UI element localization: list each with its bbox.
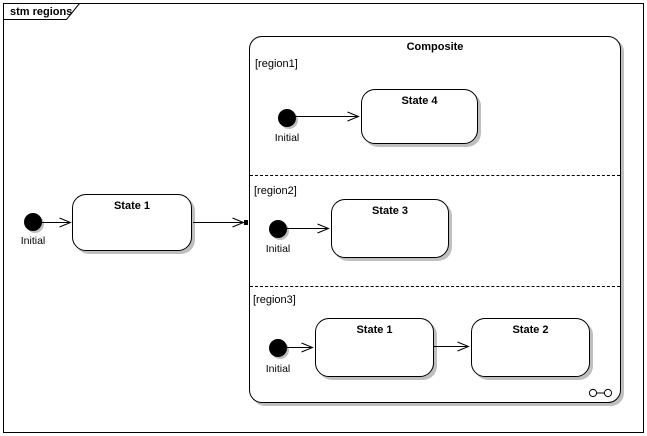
initial-label-region2: Initial: [265, 243, 291, 255]
initial-node-region1: [278, 109, 296, 127]
composite-state: Composite [region1] Initial State 4 [reg…: [249, 36, 621, 403]
diagram-frame: [3, 3, 644, 433]
state-region3-state2: State 2: [471, 318, 590, 377]
region-separator-2: [250, 286, 620, 287]
frame-label-pentagon-icon: [3, 3, 81, 20]
initial-label-region3: Initial: [265, 363, 291, 375]
initial-node-region3: [269, 339, 287, 357]
region3-label: [region3]: [253, 294, 296, 306]
state-region2-state3: State 3: [331, 199, 449, 258]
state-name: State 2: [512, 324, 549, 336]
frame-label: stm regions: [10, 6, 73, 18]
state-region3-state1: State 1: [315, 318, 434, 377]
state-name: State 1: [113, 200, 151, 212]
region-separator-1: [250, 175, 620, 176]
composite-title: Composite: [406, 41, 464, 53]
region1-label: [region1]: [255, 58, 298, 70]
composite-state-glasses-icon: [588, 388, 613, 398]
state-name: State 4: [401, 95, 438, 107]
state-name: State 1: [356, 324, 393, 336]
initial-label-region1: Initial: [274, 132, 300, 144]
region2-label: [region2]: [254, 185, 297, 197]
state-outer-state1: State 1: [72, 194, 192, 251]
initial-node-region2: [269, 220, 287, 238]
state-name: State 3: [371, 205, 409, 217]
initial-node-outer: [24, 213, 42, 231]
initial-label-outer: Initial: [20, 235, 46, 247]
state-region1-state4: State 4: [361, 89, 478, 144]
